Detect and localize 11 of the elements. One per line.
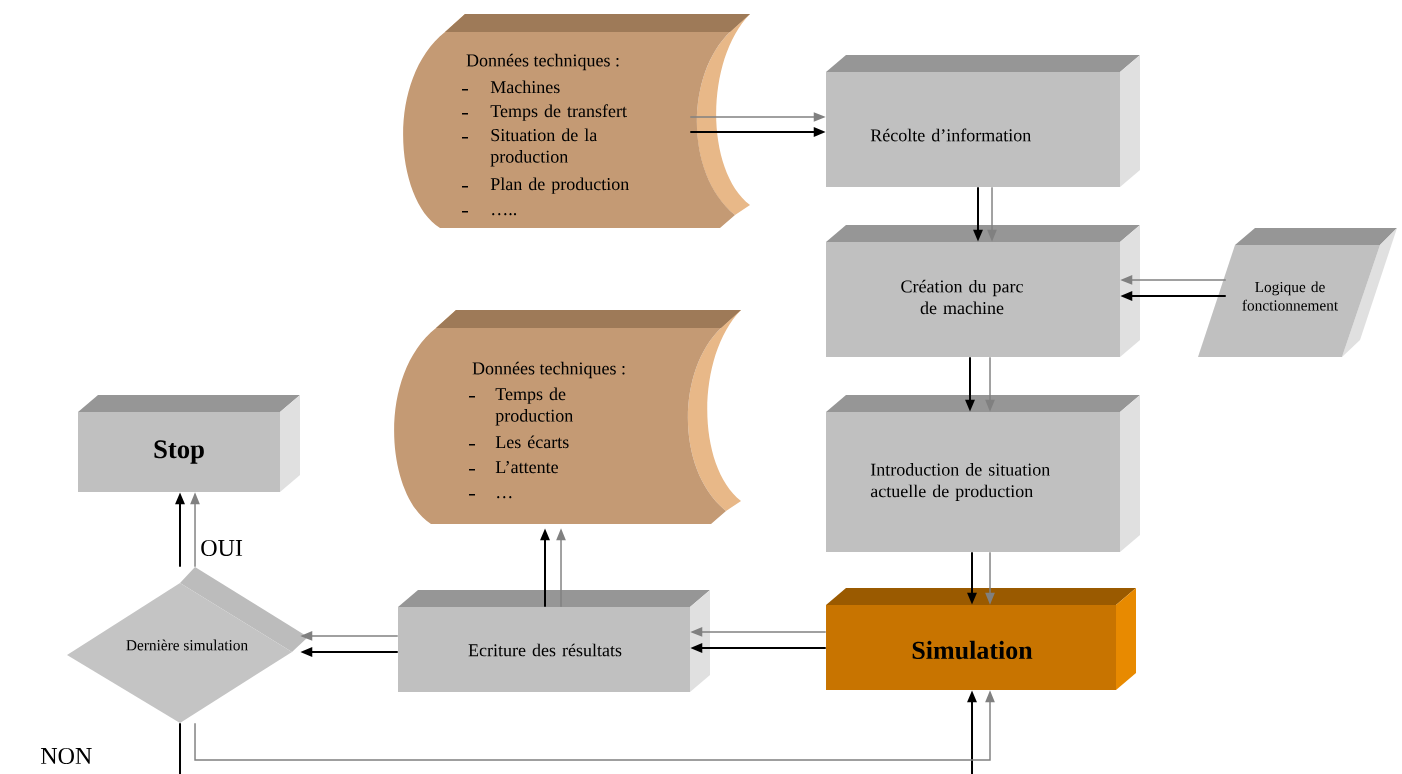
process-box: Récolte d’information — [826, 55, 1140, 187]
process-box: Simulation — [826, 588, 1136, 690]
process-box: Introduction de situation actuelle de production — [826, 395, 1140, 552]
edge-label: NON — [40, 747, 92, 765]
edge-label: OUI — [201, 539, 243, 557]
process-box: Stop — [78, 395, 300, 492]
data-store: Données techniques : Temps de production Les écarts L’attente … — [394, 310, 741, 524]
input-parallelogram: Logique de fonctionnement — [1198, 228, 1397, 357]
data-store: Données techniques : Machines Temps de transfert Situation de la production Plan de production ….. — [403, 14, 750, 228]
process-box: Création du parc de machine — [826, 225, 1140, 357]
process-box: Ecriture des résultats — [398, 590, 710, 692]
